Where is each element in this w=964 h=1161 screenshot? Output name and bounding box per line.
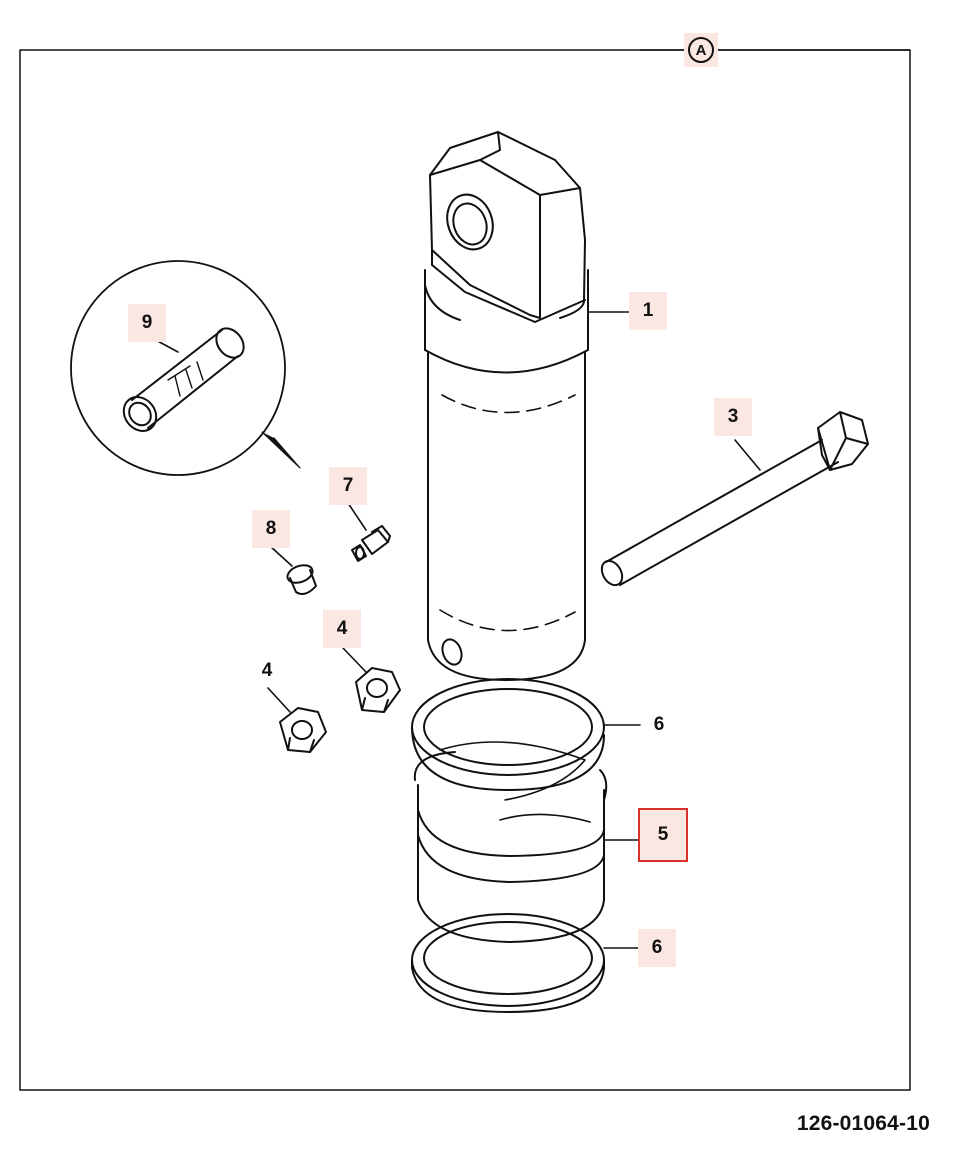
part-7-grease-nipple bbox=[351, 525, 391, 562]
leader-lines bbox=[151, 49, 911, 949]
part-4-nut-upper bbox=[355, 667, 401, 713]
callout-part-3[interactable]: 3 bbox=[714, 398, 752, 436]
part-6-shim-upper bbox=[411, 678, 605, 791]
reference-marker-a: A bbox=[684, 33, 718, 67]
part-8-cap bbox=[286, 564, 317, 595]
reference-marker-circle: A bbox=[688, 37, 714, 63]
part-4-nut-lower bbox=[279, 707, 327, 753]
part-5-bushing bbox=[413, 741, 608, 943]
callout-part-9[interactable]: 9 bbox=[128, 304, 166, 342]
part-6-shim-lower bbox=[411, 913, 605, 1013]
callout-part-1[interactable]: 1 bbox=[629, 292, 667, 330]
part-9-detail-bubble bbox=[70, 260, 301, 476]
part-1-cylinder bbox=[424, 131, 589, 681]
callout-part-6-upper[interactable]: 6 bbox=[653, 714, 665, 735]
callout-part-6-lower[interactable]: 6 bbox=[638, 929, 676, 967]
part-3-bolt bbox=[600, 411, 869, 587]
callout-part-7[interactable]: 7 bbox=[329, 467, 367, 505]
drawing-number: 126-01064-10 bbox=[796, 1112, 930, 1135]
diagram-frame bbox=[19, 49, 911, 1091]
callout-part-8[interactable]: 8 bbox=[252, 510, 290, 548]
callout-part-4-upper[interactable]: 4 bbox=[323, 610, 361, 648]
callout-part-4-lower[interactable]: 4 bbox=[261, 660, 273, 681]
callout-part-5-selected[interactable]: 5 bbox=[638, 808, 688, 862]
